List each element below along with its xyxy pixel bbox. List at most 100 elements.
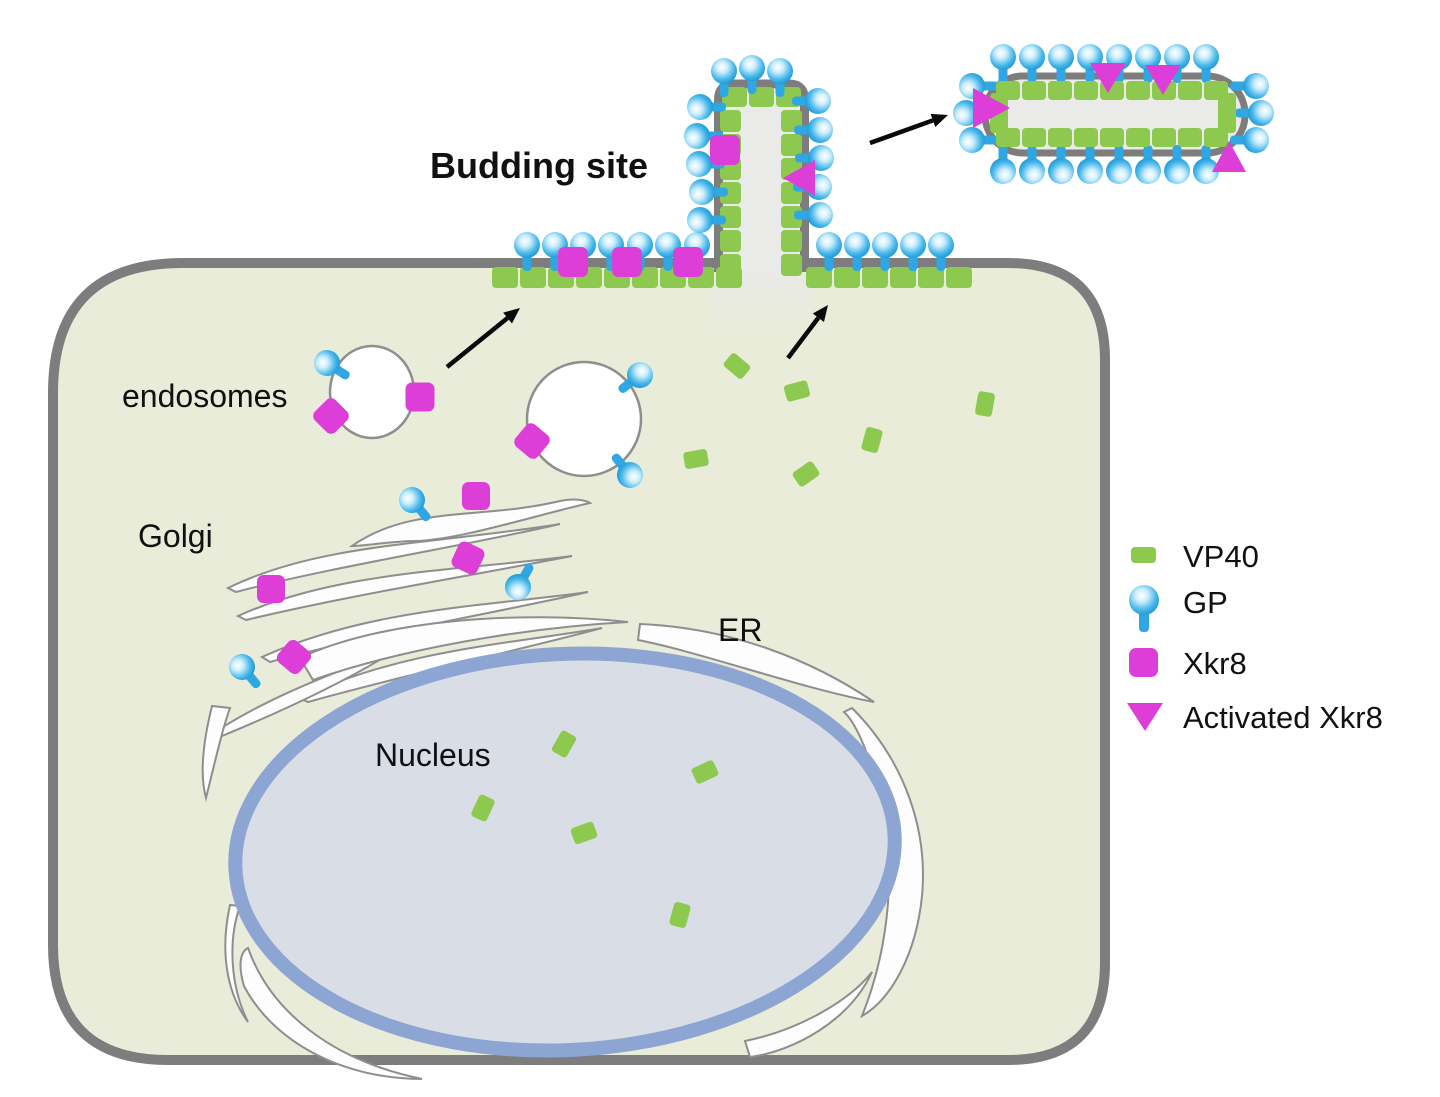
arrows bbox=[445, 113, 948, 369]
xkr8-icon bbox=[451, 541, 485, 575]
xkr8-square-icon bbox=[1129, 648, 1158, 677]
nucleus-envelope bbox=[228, 646, 902, 1058]
golgi-cisterna bbox=[348, 498, 593, 548]
xkr8-icon bbox=[558, 247, 588, 277]
activated-xkr8-icon bbox=[1212, 141, 1246, 172]
vp40-icon bbox=[720, 230, 741, 252]
legend-item-gp: GP bbox=[1129, 585, 1228, 632]
vp40-icon bbox=[1048, 128, 1072, 147]
gp-icon bbox=[711, 58, 737, 97]
xkr8-icon bbox=[514, 423, 550, 459]
gp-icon bbox=[1164, 145, 1190, 184]
budding-site-label: Budding site bbox=[430, 145, 648, 186]
gp-icon bbox=[794, 202, 833, 228]
gp-icon bbox=[314, 350, 350, 380]
bud-membrane bbox=[714, 79, 809, 272]
gp-icon bbox=[229, 654, 261, 689]
endoplasmic-reticulum bbox=[224, 616, 924, 1080]
vp40-icon bbox=[492, 267, 518, 288]
xkr8-icon bbox=[673, 247, 703, 277]
xkr8-icon bbox=[405, 382, 435, 412]
activated-xkr8-icon bbox=[1145, 65, 1181, 95]
gp-icon bbox=[816, 232, 842, 271]
vp40-icon bbox=[861, 426, 883, 454]
gp-icon bbox=[767, 58, 793, 97]
gp-lollipop-icon bbox=[1129, 585, 1159, 615]
xkr8-icon bbox=[462, 482, 490, 510]
xkr8-molecules bbox=[257, 135, 815, 675]
legend-item-xkr8: Xkr8 bbox=[1129, 646, 1247, 681]
vp40-icon bbox=[551, 730, 577, 758]
vp40-icon bbox=[570, 821, 598, 845]
er-segment bbox=[224, 903, 249, 1023]
gp-icon bbox=[505, 563, 534, 600]
vp40-icon bbox=[1178, 128, 1202, 147]
gp-icon bbox=[990, 145, 1016, 184]
gp-icon bbox=[900, 232, 926, 271]
gp-icon bbox=[687, 207, 726, 233]
nucleus-label: Nucleus bbox=[375, 737, 491, 773]
gp-icon bbox=[1019, 44, 1045, 83]
xkr8-icon bbox=[313, 398, 349, 434]
golgi-cisterna bbox=[201, 704, 232, 802]
golgi-cisterna bbox=[235, 555, 573, 622]
legend-label-activated-xkr8: Activated Xkr8 bbox=[1183, 700, 1383, 735]
vp40-icon bbox=[890, 267, 916, 288]
vp40-icon bbox=[1178, 81, 1202, 100]
legend-label-xkr8: Xkr8 bbox=[1183, 646, 1247, 681]
gp-icon bbox=[1193, 145, 1219, 184]
gp-icon bbox=[959, 127, 998, 153]
xkr8-icon bbox=[257, 575, 285, 603]
gp-icon bbox=[514, 232, 540, 271]
gp-icon bbox=[739, 55, 765, 94]
er-segment bbox=[743, 971, 873, 1059]
released-virion bbox=[953, 44, 1274, 184]
vp40-icon bbox=[520, 267, 546, 288]
nucleus bbox=[228, 646, 902, 1058]
gp-icon bbox=[687, 94, 726, 120]
xkr8-icon bbox=[710, 135, 740, 165]
vp40-icon bbox=[1074, 81, 1098, 100]
virion-activated-xkr8-layer bbox=[973, 63, 1246, 172]
vp40-icon bbox=[918, 267, 944, 288]
legend: VP40 GP Xkr8 Activated Xkr8 bbox=[1127, 539, 1383, 735]
er-segment bbox=[298, 616, 629, 682]
golgi-label: Golgi bbox=[138, 518, 213, 554]
vp40-icon bbox=[1126, 128, 1150, 147]
vp40-icon bbox=[781, 134, 802, 156]
gp-icon bbox=[399, 487, 431, 522]
gp-icon bbox=[1048, 44, 1074, 83]
vp40-icon bbox=[1126, 81, 1150, 100]
gp-icon bbox=[1235, 100, 1274, 126]
activated-xkr8-icon bbox=[973, 88, 1010, 128]
er-segment bbox=[239, 946, 423, 1080]
vp40-icon bbox=[975, 391, 995, 417]
xkr8-icon bbox=[276, 639, 312, 675]
vp40-icon bbox=[862, 267, 888, 288]
gp-molecules bbox=[229, 55, 954, 689]
vp40-icon bbox=[792, 461, 820, 487]
vp40-icon bbox=[669, 901, 691, 929]
activated-xkr8-triangle-icon bbox=[1127, 703, 1163, 731]
gp-icon bbox=[1230, 127, 1269, 153]
gp-icon bbox=[1019, 145, 1045, 184]
vp40-icon bbox=[1048, 81, 1072, 100]
vp40-icon bbox=[720, 182, 741, 204]
vp40-icon bbox=[1100, 128, 1124, 147]
endosome-vesicle bbox=[525, 360, 643, 478]
vp40-icon bbox=[1152, 128, 1176, 147]
endosomes bbox=[328, 344, 643, 478]
vp40-icon bbox=[723, 353, 751, 379]
vp40-icon bbox=[720, 110, 741, 132]
arrow bbox=[869, 113, 948, 146]
activated-xkr8-icon bbox=[1090, 63, 1126, 93]
vp40-icon bbox=[781, 230, 802, 252]
gp-icon bbox=[611, 453, 643, 488]
endosomes-label: endosomes bbox=[122, 378, 287, 414]
gp-icon bbox=[618, 362, 653, 393]
vp40-square-icon bbox=[1131, 547, 1156, 563]
vp40-icon bbox=[1074, 128, 1098, 147]
vp40-icon bbox=[1022, 128, 1046, 147]
gp-stem bbox=[1139, 610, 1149, 632]
